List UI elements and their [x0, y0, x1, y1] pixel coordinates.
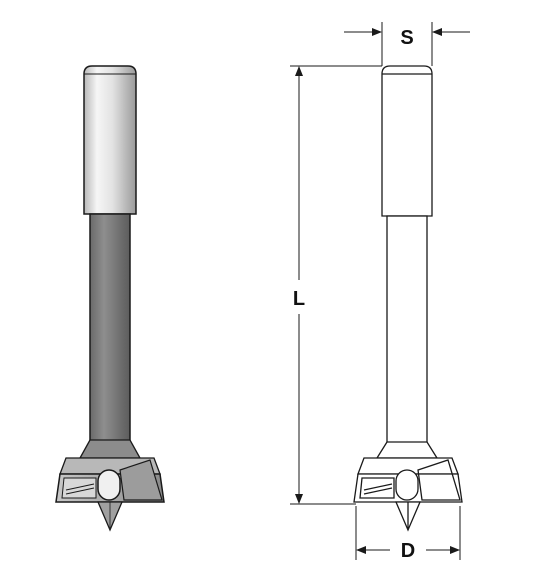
dimension-d-label: D: [401, 540, 415, 562]
outline-shank: [381, 65, 433, 217]
shaded-chip-slot: [97, 469, 121, 501]
outline-neck: [375, 441, 439, 459]
dimension-d: [355, 506, 461, 560]
shaded-drill-bit: [55, 65, 165, 532]
shaded-shank: [83, 65, 137, 215]
dimension-l: [290, 65, 382, 505]
outline-cutter-wing: [417, 459, 461, 501]
shaded-body: [89, 213, 131, 451]
outline-chip-slot: [395, 469, 419, 501]
outline-body: [386, 215, 428, 453]
shaded-cutter-wing: [119, 459, 163, 501]
dimension-s: [344, 22, 470, 66]
outline-drill-bit: [353, 65, 463, 532]
dimension-s-label: S: [400, 27, 413, 49]
outline-cutting-pocket: [359, 477, 395, 499]
shaded-neck: [78, 439, 142, 459]
shaded-cutting-pocket: [61, 477, 97, 499]
dimension-l-label: L: [293, 288, 305, 310]
